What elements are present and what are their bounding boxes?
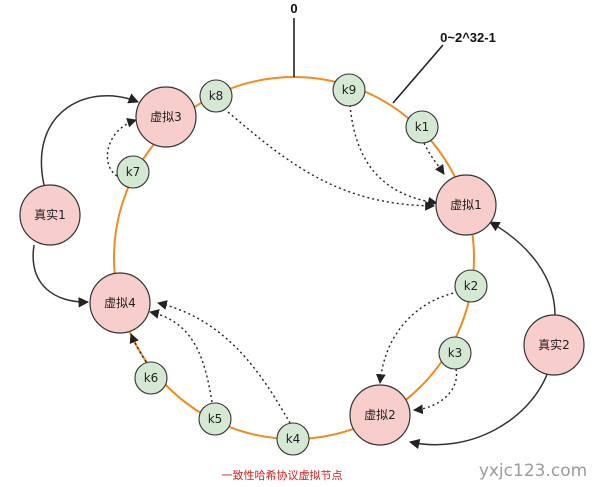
virtual-node-3: 虚拟3 (135, 86, 197, 148)
arrow-real2-to-virtual2 (408, 371, 549, 450)
range-marker-line (392, 44, 444, 104)
key-node-k6: k6 (134, 361, 168, 395)
key-node-k2-label: k2 (464, 279, 479, 293)
key-node-k1: k1 (405, 110, 439, 144)
key-node-k7-label: k7 (126, 165, 141, 179)
arrow-real1-to-virtual4 (32, 244, 90, 308)
virtual-node-4: 虚拟4 (89, 272, 151, 334)
virtual-node-4-label: 虚拟4 (104, 296, 136, 310)
key-node-k4: k4 (276, 422, 310, 456)
key-node-k5: k5 (198, 402, 232, 436)
diagram-caption: 一致性哈希协议虚拟节点 (222, 468, 343, 482)
key-node-k8: k8 (199, 79, 233, 113)
virtual-node-1-label: 虚拟1 (450, 198, 482, 212)
key-node-k9-label: k9 (342, 83, 357, 97)
key-node-k1-label: k1 (415, 120, 430, 134)
dotted-arrow-k2-to-virtual2 (375, 291, 459, 384)
key-node-k8-label: k8 (209, 89, 224, 103)
dotted-arrow-k7-to-virtual3 (106, 118, 137, 177)
dotted-arrow-k1-to-virtual1 (423, 142, 445, 175)
arrow-real1-to-virtual3 (40, 93, 139, 186)
zero-label: 0 (290, 1, 297, 16)
key-node-k6-label: k6 (144, 371, 159, 385)
dotted-arrow-k8-to-virtual1 (227, 111, 435, 211)
range-label: 0~2^32-1 (440, 30, 496, 45)
key-node-k9: k9 (332, 73, 366, 107)
key-node-k4-label: k4 (286, 432, 301, 446)
key-node-k3-label: k3 (448, 346, 463, 360)
dotted-arrow-k4-to-virtual4 (157, 300, 291, 424)
key-node-k7: k7 (116, 155, 150, 189)
virtual-node-1: 虚拟1 (435, 174, 497, 236)
key-node-k2: k2 (454, 269, 488, 303)
virtual-node-3-label: 虚拟3 (150, 110, 182, 124)
dotted-arrow-k9-to-virtual1 (349, 104, 438, 207)
key-node-k3: k3 (438, 336, 472, 370)
virtual-node-2: 虚拟2 (349, 384, 411, 446)
watermark: yxjc123.com (479, 461, 587, 481)
real-node-2-label: 真实2 (538, 337, 570, 352)
real-node-1: 真实1 (19, 184, 81, 246)
real-node-2: 真实2 (523, 314, 585, 376)
dotted-arrow-k6-to-virtual4 (129, 333, 147, 363)
virtual-node-2-label: 虚拟2 (364, 408, 396, 422)
real-node-1-label: 真实1 (34, 207, 66, 222)
arrow-real2-to-virtual1 (489, 221, 556, 316)
key-node-k5-label: k5 (208, 412, 223, 426)
dotted-arrow-k3-to-virtual2 (413, 368, 458, 415)
